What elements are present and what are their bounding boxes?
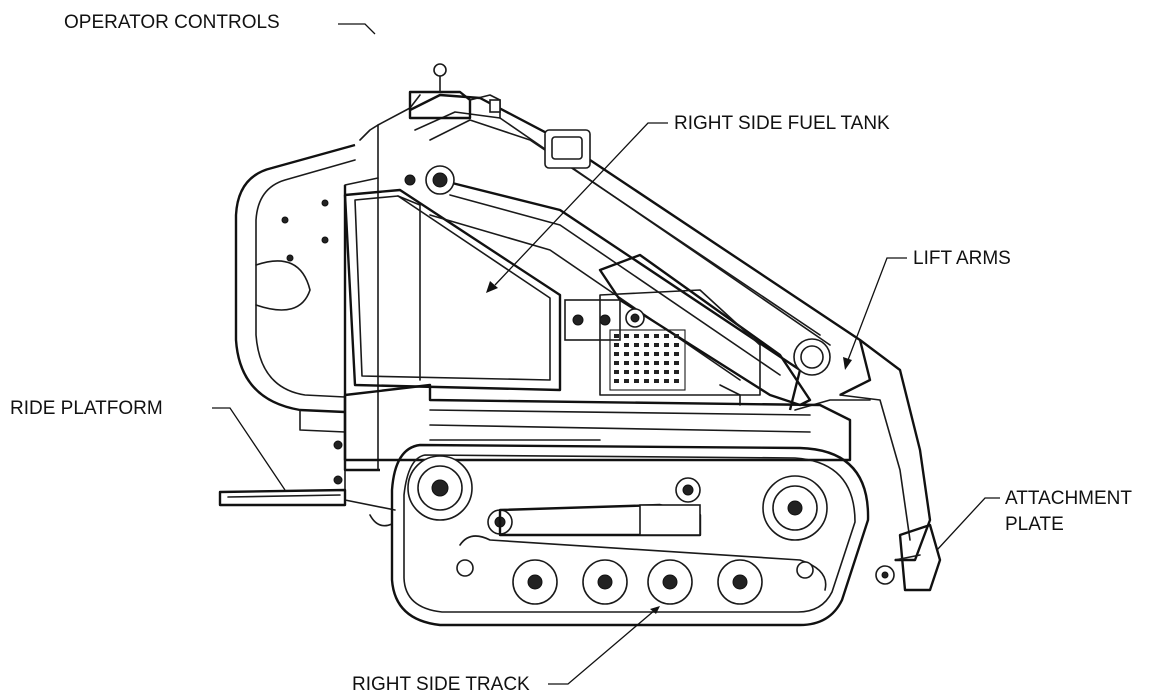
label-attachment-plate-line2: PLATE (1005, 513, 1064, 535)
grille-hole (664, 379, 669, 383)
grille-hole (674, 334, 679, 338)
grille-hole (654, 343, 659, 347)
fuel-tank (343, 188, 562, 392)
label-right-side-track: RIGHT SIDE TRACK (352, 674, 530, 695)
rear-panel (343, 94, 421, 472)
grille-hole (644, 370, 649, 374)
grille-hole (634, 379, 639, 383)
grille-hole (634, 334, 639, 338)
label-right-side-fuel-tank: RIGHT SIDE FUEL TANK (674, 113, 890, 134)
grille-hole (674, 361, 679, 365)
rear-guard (234, 143, 356, 433)
grille-hole (624, 370, 629, 374)
label-operator-controls: OPERATOR CONTROLS (64, 12, 280, 33)
grille-hole (614, 352, 619, 356)
label-attachment-plate-line1: ATTACHMENT (1005, 488, 1133, 509)
grille-hole (624, 334, 629, 338)
grille-hole (654, 352, 659, 356)
grille (609, 329, 686, 391)
grille-hole (664, 343, 669, 347)
grille-hole (634, 352, 639, 356)
grille-hole (674, 352, 679, 356)
grille-hole (614, 370, 619, 374)
grille-hole (674, 379, 679, 383)
grille-hole (634, 361, 639, 365)
grille-hole (624, 343, 629, 347)
grille-hole (634, 343, 639, 347)
grille-hole (614, 361, 619, 365)
grille-hole (654, 361, 659, 365)
label-ride-platform: RIDE PLATFORM (10, 398, 163, 419)
grille-hole (644, 334, 649, 338)
operator-controls (408, 63, 591, 169)
grille-hole (634, 370, 639, 374)
grille-hole (664, 334, 669, 338)
grille-hole (614, 343, 619, 347)
grille-hole (674, 370, 679, 374)
grille-hole (624, 361, 629, 365)
grille-hole (664, 370, 669, 374)
chassis (333, 383, 852, 527)
grille-hole (624, 379, 629, 383)
leader-lines (212, 23, 1000, 685)
grille-hole (624, 352, 629, 356)
grille-hole (654, 379, 659, 383)
grille-hole (644, 361, 649, 365)
grille-hole (664, 361, 669, 365)
grille-hole (674, 343, 679, 347)
ride-platform (218, 488, 347, 507)
right-side-track (390, 443, 870, 627)
grille-hole (664, 352, 669, 356)
engine-compartment (564, 289, 761, 406)
label-attachment-plate: ATTACHMENT PLATE (1005, 486, 1132, 537)
lift-arm-assembly (404, 93, 932, 562)
grille-hole (644, 343, 649, 347)
label-lift-arms: LIFT ARMS (913, 248, 1011, 269)
grille-hole (644, 379, 649, 383)
grille-hole (644, 352, 649, 356)
grille-hole (614, 334, 619, 338)
grille-hole (614, 379, 619, 383)
grille-hole (654, 334, 659, 338)
attachment-plate (875, 523, 942, 592)
grille-hole (654, 370, 659, 374)
